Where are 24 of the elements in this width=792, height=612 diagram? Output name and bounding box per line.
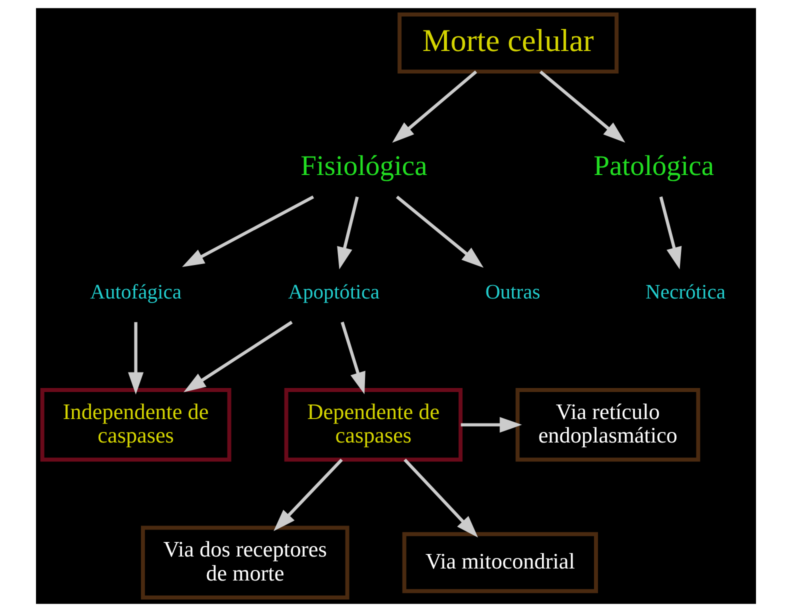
arrow: [392, 70, 478, 143]
arrow: [460, 417, 522, 433]
arrow: [396, 196, 484, 268]
arrow: [340, 322, 366, 394]
node-text: Fisiológica: [300, 151, 428, 182]
node-text: Patológica: [594, 151, 714, 182]
node-box: Morte celular: [398, 12, 619, 74]
node-text: Autofágica: [90, 282, 182, 304]
arrow: [659, 196, 682, 270]
node-box: Independente de caspases: [40, 388, 232, 462]
node-box: Via retículo endoplasmático: [516, 388, 700, 462]
arrow: [182, 195, 314, 268]
arrow: [404, 458, 478, 538]
node-text: Apoptótica: [288, 282, 380, 304]
arrow: [337, 196, 359, 270]
node-box: Dependente de caspases: [284, 388, 463, 462]
arrow: [128, 322, 144, 394]
arrow: [274, 458, 343, 532]
arrow: [539, 70, 626, 143]
arrow: [184, 320, 293, 392]
node-box: Via mitocondrial: [402, 532, 598, 594]
node-text: Outras: [485, 282, 540, 304]
node-text: Necrótica: [646, 282, 726, 304]
node-box: Via dos receptores de morte: [140, 526, 350, 600]
